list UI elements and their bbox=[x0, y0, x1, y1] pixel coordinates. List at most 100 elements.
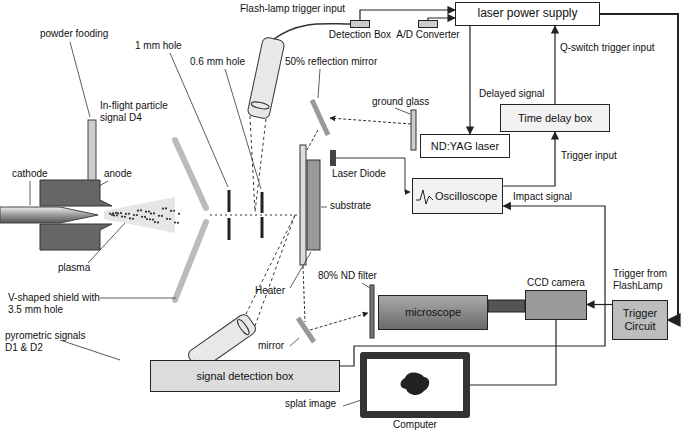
node-text: ND:YAG laser bbox=[431, 140, 499, 153]
particle-dot bbox=[137, 210, 139, 212]
particle-dot bbox=[124, 216, 126, 218]
laser-diode bbox=[330, 150, 410, 192]
particle-dot bbox=[132, 218, 134, 220]
particle-dot bbox=[120, 212, 122, 214]
particle-dot bbox=[162, 208, 164, 210]
node-text: Computer bbox=[393, 419, 437, 431]
part-label: 1 mm hole bbox=[135, 40, 182, 52]
particle-dot bbox=[144, 216, 146, 218]
plasma-torch bbox=[0, 120, 180, 250]
particle-dot bbox=[115, 212, 117, 214]
part-label: cathode bbox=[12, 168, 48, 180]
trigger-box: Trigger Circuit bbox=[612, 300, 668, 340]
powder-tube bbox=[88, 120, 96, 180]
upper-detector bbox=[247, 37, 285, 120]
optics bbox=[330, 118, 411, 124]
v-shield bbox=[175, 222, 206, 300]
ground-glass bbox=[411, 110, 416, 150]
leader-lines bbox=[225, 69, 261, 189]
part-label: splat image bbox=[285, 398, 336, 410]
particle-dot bbox=[133, 214, 135, 216]
part-label: plasma bbox=[58, 262, 90, 274]
node-text: Trigger Circuit bbox=[618, 307, 662, 332]
particle-dot bbox=[113, 214, 115, 216]
laser-box: ND:YAG laser bbox=[420, 134, 510, 158]
substrate-heater bbox=[300, 145, 320, 265]
part-label: pyrometric signals D1 & D2 bbox=[5, 330, 100, 354]
optics bbox=[310, 313, 368, 330]
node-text: laser power supply bbox=[477, 7, 577, 21]
aperture-plates bbox=[228, 190, 231, 212]
part-label: Q-switch trigger input bbox=[560, 42, 654, 54]
node-text: CCD camera bbox=[527, 277, 585, 289]
node-text: Oscilloscope bbox=[435, 190, 497, 203]
v-shield bbox=[175, 140, 206, 300]
particle-dot bbox=[165, 207, 167, 209]
node-text: signal detection box bbox=[196, 370, 293, 383]
delay-box: Time delay box bbox=[500, 104, 610, 132]
particle-path bbox=[210, 215, 299, 216]
lower-detector bbox=[246, 215, 295, 326]
leader-lines bbox=[88, 223, 125, 263]
particle-dot bbox=[149, 218, 151, 220]
part-label: 50% reflection mirror bbox=[285, 56, 377, 68]
signal-wire bbox=[587, 304, 612, 305]
aperture-plates bbox=[261, 217, 264, 238]
part-label: Heater bbox=[255, 285, 285, 297]
node-text: Detection Box bbox=[329, 29, 391, 41]
optics bbox=[298, 100, 525, 342]
part-label: In-flight particle signal D4 bbox=[100, 100, 184, 124]
part-label: 80% ND filter bbox=[318, 270, 377, 282]
device-body bbox=[350, 20, 370, 28]
particle-dot bbox=[125, 213, 127, 215]
leader-lines bbox=[30, 42, 410, 406]
particle-dot bbox=[121, 215, 123, 217]
signal-label: Impact signal bbox=[512, 191, 573, 203]
leader-lines bbox=[170, 53, 228, 187]
optics bbox=[303, 266, 305, 322]
part-label: 0.6 mm hole bbox=[190, 56, 245, 68]
part-label: mirror bbox=[258, 340, 284, 352]
leader-lines bbox=[318, 69, 320, 98]
particle-dot bbox=[145, 211, 147, 213]
particle-dot bbox=[152, 218, 154, 220]
leader-lines bbox=[321, 207, 327, 208]
leader-lines bbox=[99, 181, 108, 186]
upper-detector bbox=[250, 116, 266, 212]
monitor-frame bbox=[360, 352, 470, 418]
lower-detector bbox=[236, 318, 251, 336]
microscope-box: microscope bbox=[378, 295, 488, 330]
signal-wire bbox=[600, 14, 678, 320]
particle-dot bbox=[136, 214, 138, 216]
part-label: ground glass bbox=[372, 96, 429, 108]
node-text: Time delay box bbox=[518, 112, 592, 125]
particle-dot bbox=[158, 215, 160, 217]
particle-dot bbox=[170, 210, 172, 212]
particle-dot bbox=[128, 213, 130, 215]
signal-wire bbox=[469, 26, 470, 134]
signal-label: Trigger from FlashLamp bbox=[612, 268, 676, 292]
upper-detector bbox=[251, 101, 270, 111]
node-text: A/D Converter bbox=[396, 29, 459, 41]
particle-dot bbox=[173, 210, 175, 212]
splat-blob bbox=[401, 373, 430, 395]
node-text: microscope bbox=[405, 306, 461, 319]
particle-dot bbox=[140, 209, 142, 211]
optics bbox=[307, 130, 318, 150]
leader-lines bbox=[290, 338, 299, 346]
particle-dot bbox=[177, 222, 179, 224]
particle-dot bbox=[169, 218, 171, 220]
anode-lower bbox=[40, 224, 112, 250]
particle-dot bbox=[116, 214, 118, 216]
camera-coupler bbox=[488, 300, 525, 312]
signal-wire bbox=[340, 206, 605, 366]
converter-box: A/D Converter bbox=[396, 20, 459, 42]
leader-lines bbox=[290, 252, 311, 288]
particle-dot bbox=[146, 218, 148, 220]
part-label: V-shaped shield with 3.5 mm hole bbox=[8, 292, 103, 316]
lower-detector bbox=[150, 215, 295, 376]
cathode-rod bbox=[0, 207, 98, 223]
part-label: powder fooding bbox=[40, 28, 108, 40]
leader-lines bbox=[70, 42, 90, 117]
